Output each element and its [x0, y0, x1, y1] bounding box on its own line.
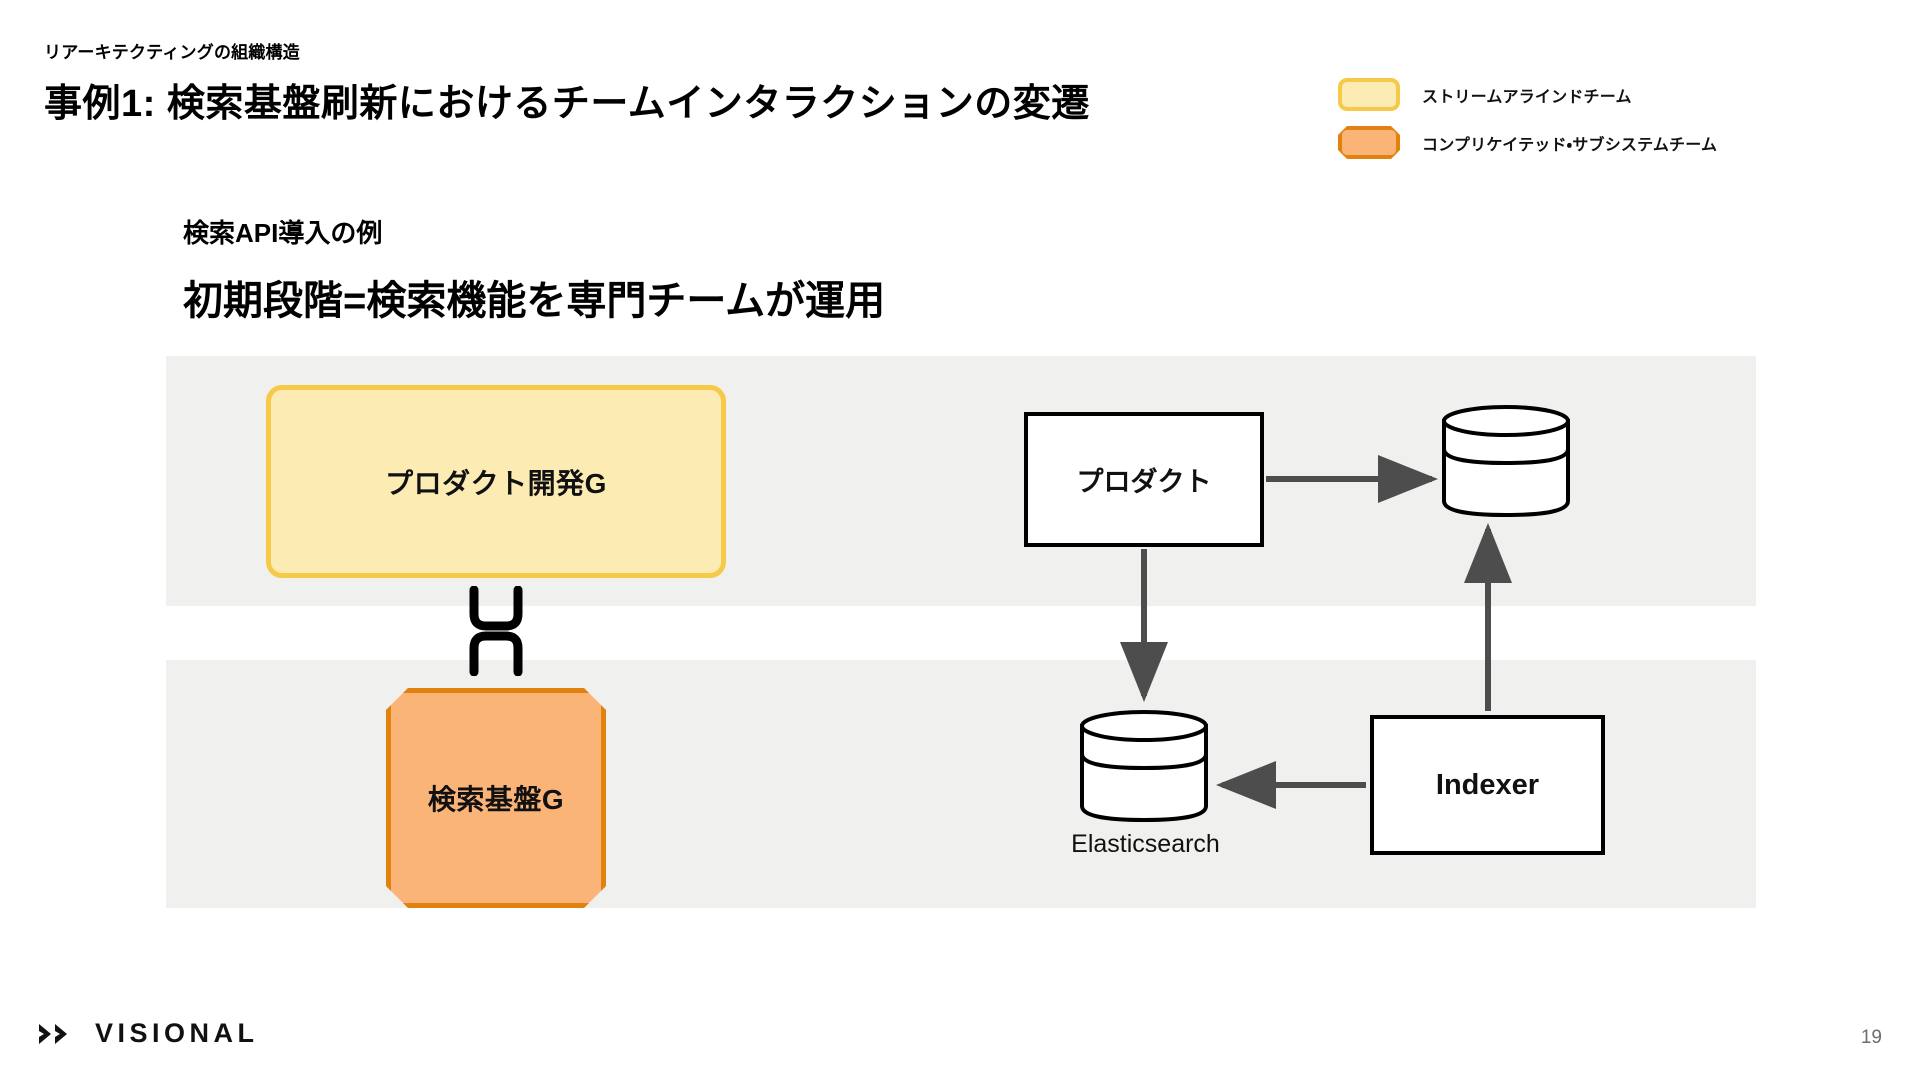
legend-item-complicated-subsystem: コンプリケイテッド・サブシステムチーム — [1338, 126, 1717, 159]
collaboration-interaction-icon — [469, 586, 523, 676]
arch-node-product-label: プロダクト — [1076, 467, 1212, 497]
legend-swatch-stream-aligned-icon — [1338, 78, 1400, 111]
legend-item-stream-aligned: ストリームアラインドチーム — [1338, 78, 1717, 111]
page-number: 19 — [1860, 1027, 1882, 1048]
section-heading: 初期段階=検索機能を専門チームが運用 — [183, 279, 886, 323]
team-complicated-subsystem-label: 検索基盤G — [427, 784, 565, 815]
legend-label-stream-aligned: ストリームアラインドチーム — [1422, 88, 1632, 106]
architecture-diagram: プロダクト Elasticsearch Indexer — [1000, 390, 1660, 890]
arch-node-indexer[interactable]: Indexer — [1370, 715, 1605, 855]
legend: ストリームアラインドチーム コンプリケイテッド・サブシステムチーム — [1338, 78, 1717, 159]
arch-node-indexer-label: Indexer — [1435, 768, 1540, 801]
double-chevron-icon — [39, 1023, 67, 1044]
arch-node-elasticsearch-icon[interactable] — [1078, 708, 1210, 824]
arch-node-database-icon[interactable] — [1440, 403, 1572, 519]
legend-label-complicated-subsystem: コンプリケイテッド・サブシステムチーム — [1422, 136, 1718, 154]
team-complicated-subsystem[interactable]: 検索基盤G — [386, 688, 606, 908]
arch-node-elasticsearch-label: Elasticsearch — [1071, 830, 1220, 858]
team-stream-aligned-label: プロダクト開発G — [385, 467, 607, 499]
arch-node-product[interactable]: プロダクト — [1024, 412, 1264, 547]
slide-title: 事例1: 検索基盤刷新におけるチームインタラクションの変遷 — [44, 83, 1090, 125]
slide-eyebrow: リアーキテクティングの組織構造 — [44, 43, 300, 62]
team-stream-aligned[interactable]: プロダクト開発G — [266, 385, 726, 578]
legend-swatch-complicated-subsystem-icon — [1338, 126, 1400, 159]
brand-logo: VISIONAL — [38, 1018, 259, 1049]
section-eyebrow: 検索API導入の例 — [183, 218, 383, 248]
brand-logo-text: VISIONAL — [95, 1018, 259, 1048]
architecture-edges — [1120, 455, 1512, 809]
